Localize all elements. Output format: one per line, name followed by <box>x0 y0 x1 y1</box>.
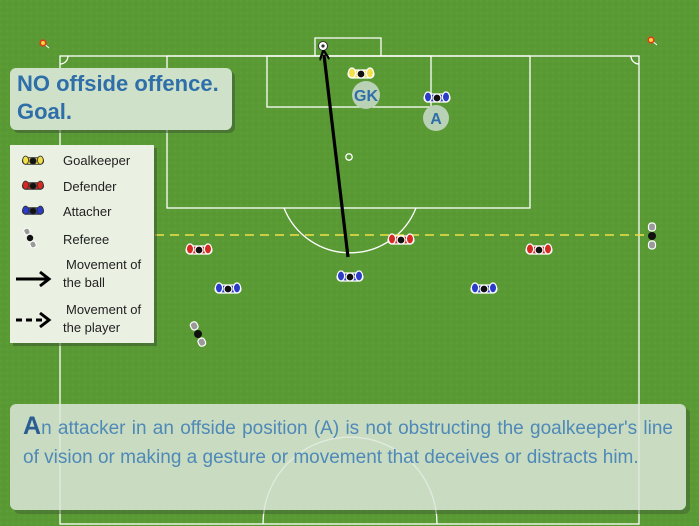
caption-initial: A <box>23 412 42 440</box>
title-box: NO offside offence. Goal. <box>10 68 232 130</box>
legend: Goalkeeper Defender Attacher Referee Mov… <box>10 145 154 343</box>
legend-attacker-label: Attacher <box>63 204 112 219</box>
attacker-label: A <box>430 111 442 128</box>
defender-icon <box>387 233 415 245</box>
ball-icon <box>318 41 328 51</box>
attacker-icon <box>214 282 242 294</box>
legend-player-label-1: Movement of <box>66 302 142 317</box>
legend-goalkeeper-icon <box>21 155 45 165</box>
title-line-2: Goal. <box>17 99 73 124</box>
ball-movement-arrow <box>324 55 350 258</box>
goalkeeper-label-badge: GK <box>352 81 380 109</box>
legend-referee-icon <box>22 226 38 250</box>
legend-ball-arrow-icon <box>16 270 52 288</box>
attacker-a-icon <box>423 91 451 103</box>
goalkeeper-label: GK <box>354 88 378 105</box>
attacker-label-badge: A <box>423 105 449 131</box>
caption-body: n attacker in an offside position (A) is… <box>23 418 673 468</box>
defender-icon <box>525 243 553 255</box>
defender-icon <box>185 243 213 255</box>
caption-text: An attacker in an offside position (A) i… <box>23 412 673 472</box>
legend-defender-icon <box>21 180 45 190</box>
legend-goalkeeper-label: Goalkeeper <box>63 153 131 168</box>
goalkeeper-icon <box>347 67 375 79</box>
legend-attacker-icon <box>21 205 45 215</box>
legend-referee-label: Referee <box>63 232 110 247</box>
legend-icons <box>16 155 52 329</box>
attacker-icon <box>470 282 498 294</box>
attacker-icon <box>336 270 364 282</box>
legend-defender-label: Defender <box>63 179 117 194</box>
legend-player-arrow-icon <box>16 311 52 329</box>
legend-ball-label-2: the ball <box>63 275 105 290</box>
caption-box: An attacker in an offside position (A) i… <box>10 404 686 510</box>
title-line-1: NO offside offence. <box>17 71 219 96</box>
legend-player-label-2: the player <box>63 320 121 335</box>
legend-ball-label-1: Movement of <box>66 257 142 272</box>
assistant-referee-icon <box>647 222 657 250</box>
